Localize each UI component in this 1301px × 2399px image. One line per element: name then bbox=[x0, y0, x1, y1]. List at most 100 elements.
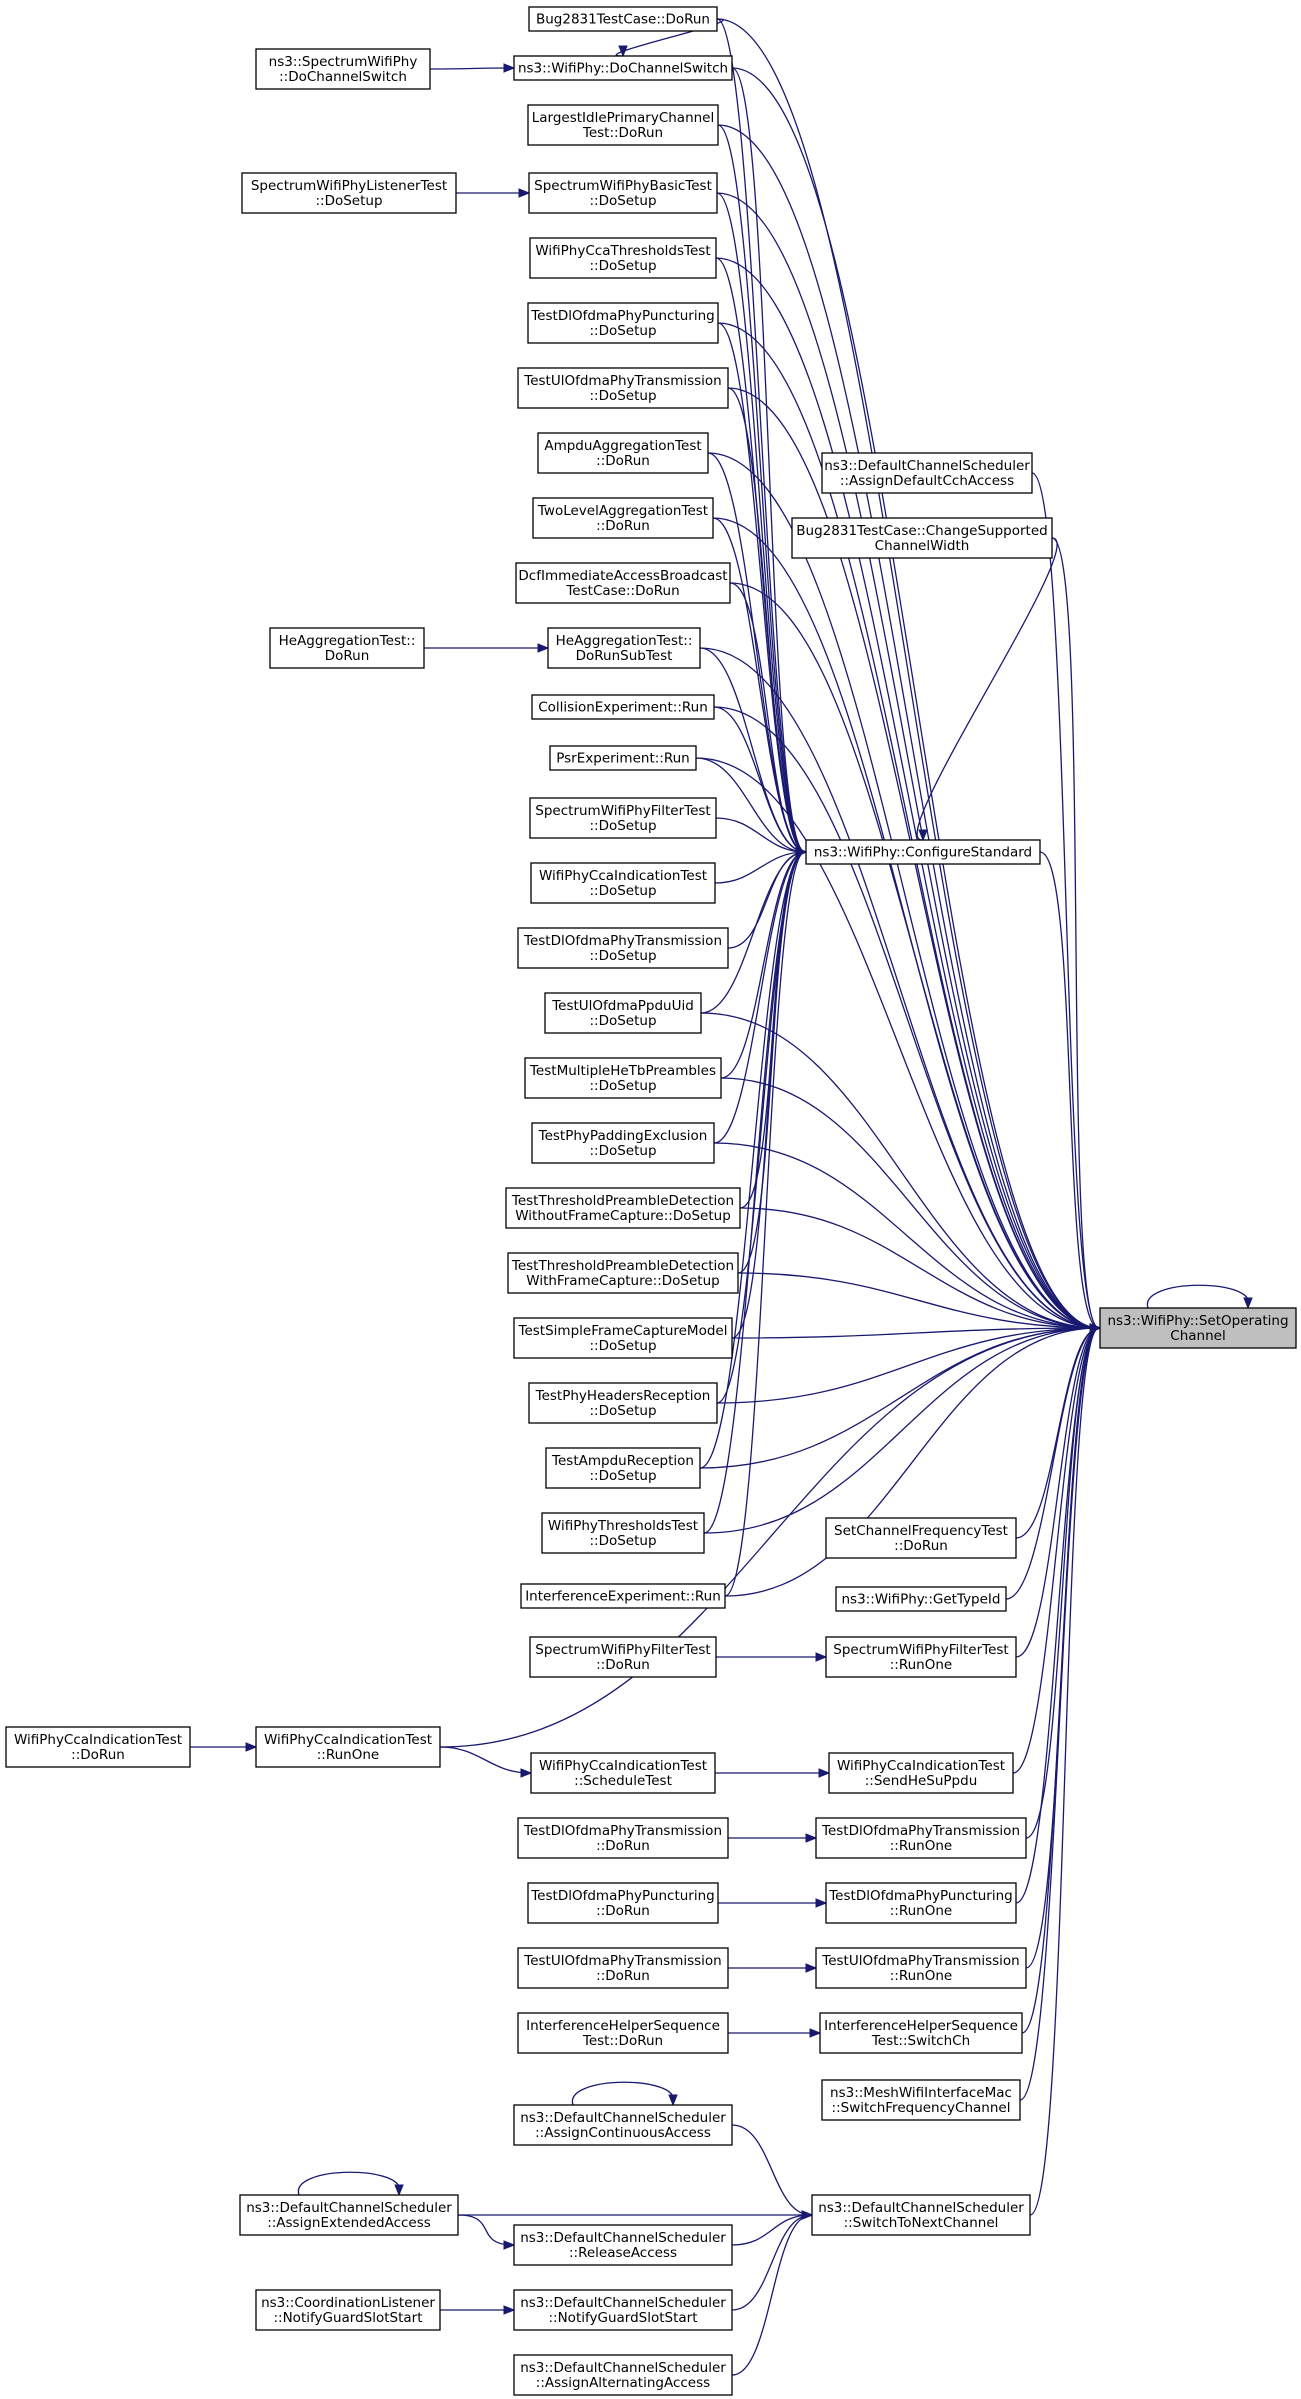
node-label: TestDlOfdmaPhyPuncturing bbox=[530, 1888, 715, 1904]
node-scft[interactable]: SetChannelFrequencyTest::DoRun bbox=[825, 1517, 1017, 1559]
node-box bbox=[528, 6, 718, 32]
node-swpft_runone[interactable]: SpectrumWifiPhyFilterTest::RunOne bbox=[825, 1636, 1017, 1678]
node-swp_dcs[interactable]: ns3::SpectrumWifiPhy::DoChannelSwitch bbox=[255, 48, 431, 90]
node-tphr[interactable]: TestPhyHeadersReception::DoSetup bbox=[528, 1382, 718, 1424]
node-ttpd_wo[interactable]: TestThresholdPreambleDetectionWithoutFra… bbox=[505, 1187, 741, 1229]
node-label: Bug2831TestCase::ChangeSupported bbox=[796, 523, 1047, 539]
node-label: SpectrumWifiPhyFilterTest bbox=[535, 1642, 710, 1658]
edge-dcs_ext-to-dcs_ext bbox=[298, 2171, 400, 2196]
node-heat_run[interactable]: HeAggregationTest::DoRun bbox=[269, 627, 425, 669]
node-tdpp_dorun[interactable]: TestDlOfdmaPhyPuncturing::DoRun bbox=[527, 1882, 719, 1924]
edge-diab-to-setop bbox=[729, 582, 1100, 1329]
node-tdpp_runone[interactable]: TestDlOfdmaPhyPuncturing::RunOne bbox=[825, 1882, 1017, 1924]
node-box bbox=[544, 992, 702, 1034]
node-heat_sub[interactable]: HeAggregationTest::DoRunSubTest bbox=[547, 627, 701, 669]
edge-tmhtp-to-cfg bbox=[720, 851, 806, 1079]
node-label: ::DoSetup bbox=[589, 818, 656, 834]
node-gettype[interactable]: ns3::WifiPhy::GetTypeId bbox=[835, 1586, 1007, 1612]
node-dcs_cch[interactable]: ns3::DefaultChannelScheduler::AssignDefa… bbox=[821, 452, 1033, 494]
node-tupt[interactable]: TestUlOfdmaPhyTransmission::DoSetup bbox=[517, 367, 729, 409]
edge-tppe-to-setop bbox=[713, 1142, 1100, 1329]
arrowhead-swpl-to-swpb bbox=[518, 188, 531, 198]
node-tupu[interactable]: TestUlOfdmaPpduUid::DoSetup bbox=[544, 992, 702, 1034]
node-swpl[interactable]: SpectrumWifiPhyListenerTest::DoSetup bbox=[241, 172, 457, 214]
node-label: ns3::SpectrumWifiPhy bbox=[269, 54, 418, 70]
node-label: ns3::DefaultChannelScheduler bbox=[520, 2110, 726, 2126]
node-tppe[interactable]: TestPhyPaddingExclusion::DoSetup bbox=[531, 1122, 715, 1164]
node-label: WifiPhyCcaIndicationTest bbox=[539, 1758, 707, 1774]
node-dcs_alt[interactable]: ns3::DefaultChannelScheduler::AssignAlte… bbox=[513, 2354, 733, 2396]
node-tdpt_dorun[interactable]: TestDlOfdmaPhyTransmission::DoRun bbox=[517, 1817, 729, 1859]
node-wcit_sendhe[interactable]: WifiPhyCcaIndicationTest::SendHeSuPpdu bbox=[828, 1752, 1014, 1794]
node-label: TestMultipleHeTbPreambles bbox=[529, 1063, 716, 1079]
node-bug_csw[interactable]: Bug2831TestCase::ChangeSupportedChannelW… bbox=[791, 517, 1053, 559]
node-swpft_setup[interactable]: SpectrumWifiPhyFilterTest::DoSetup bbox=[529, 797, 717, 839]
node-tlat[interactable]: TwoLevelAggregationTest::DoRun bbox=[532, 497, 714, 539]
node-tsfcm[interactable]: TestSimpleFrameCaptureModel::DoSetup bbox=[513, 1317, 733, 1359]
node-tdpt_runone[interactable]: TestDlOfdmaPhyTransmission::RunOne bbox=[815, 1817, 1027, 1859]
node-label: ::DoSetup bbox=[589, 883, 656, 899]
node-box bbox=[524, 1057, 722, 1099]
node-label: WifiPhyThresholdsTest bbox=[548, 1518, 698, 1534]
node-ttpd_w[interactable]: TestThresholdPreambleDetectionWithFrameC… bbox=[507, 1252, 739, 1294]
node-swpb[interactable]: SpectrumWifiPhyBasicTest::DoSetup bbox=[528, 172, 718, 214]
node-tdpp[interactable]: TestDlOfdmaPhyPuncturing::DoSetup bbox=[527, 302, 719, 344]
node-box bbox=[517, 927, 729, 969]
node-wcit_dorun[interactable]: WifiPhyCcaIndicationTest::DoRun bbox=[5, 1726, 191, 1768]
node-tmhtp[interactable]: TestMultipleHeTbPreambles::DoSetup bbox=[524, 1057, 722, 1099]
node-coord[interactable]: ns3::CoordinationListener::NotifyGuardSl… bbox=[255, 2289, 441, 2331]
node-box bbox=[821, 2079, 1021, 2121]
node-dcs_next[interactable]: ns3::DefaultChannelScheduler::SwitchToNe… bbox=[811, 2194, 1031, 2236]
edge-tmhtp-to-setop bbox=[720, 1077, 1100, 1329]
node-wcct[interactable]: WifiPhyCcaThresholdsTest::DoSetup bbox=[529, 237, 717, 279]
node-box bbox=[513, 55, 733, 81]
edge-tppe-to-cfg bbox=[713, 851, 806, 1144]
node-tupt_dorun[interactable]: TestUlOfdmaPhyTransmission::DoRun bbox=[517, 1947, 729, 1989]
edge-wptt-to-setop bbox=[703, 1327, 1100, 1534]
node-dcs_rel[interactable]: ns3::DefaultChannelScheduler::ReleaseAcc… bbox=[513, 2224, 733, 2266]
arrowhead-dcs_next-to-setop bbox=[1089, 1323, 1102, 1333]
node-wptt[interactable]: WifiPhyThresholdsTest::DoSetup bbox=[541, 1512, 705, 1554]
node-dcs_ext[interactable]: ns3::DefaultChannelScheduler::AssignExte… bbox=[239, 2194, 459, 2236]
node-tar[interactable]: TestAmpduReception::DoSetup bbox=[545, 1447, 701, 1489]
node-dcs_cont[interactable]: ns3::DefaultChannelScheduler::AssignCont… bbox=[513, 2104, 733, 2146]
edge-swpft_setup-to-cfg bbox=[715, 817, 806, 853]
node-label: DoRunSubTest bbox=[576, 648, 673, 664]
node-tdpt_setup[interactable]: TestDlOfdmaPhyTransmission::DoSetup bbox=[517, 927, 729, 969]
node-wcit_runone[interactable]: WifiPhyCcaIndicationTest::RunOne bbox=[255, 1726, 441, 1768]
node-wcit_sched[interactable]: WifiPhyCcaIndicationTest::ScheduleTest bbox=[530, 1752, 716, 1794]
node-box bbox=[513, 2104, 733, 2146]
node-box bbox=[239, 2194, 459, 2236]
node-psrexp[interactable]: PsrExperiment::Run bbox=[549, 745, 697, 771]
node-mesh_sfc[interactable]: ns3::MeshWifiInterfaceMac::SwitchFrequen… bbox=[821, 2079, 1021, 2121]
edge-lip-to-setop bbox=[717, 124, 1100, 1329]
node-box bbox=[811, 2194, 1031, 2236]
node-box bbox=[531, 1122, 715, 1164]
node-box bbox=[517, 1817, 729, 1859]
edge-aat-to-cfg bbox=[707, 452, 806, 853]
node-label: ::AssignAlternatingAccess bbox=[536, 2375, 710, 2391]
node-dcs[interactable]: ns3::WifiPhy::DoChannelSwitch bbox=[513, 55, 733, 81]
node-intexp[interactable]: InterferenceExperiment::Run bbox=[520, 1583, 726, 1609]
edge-tupt-to-cfg bbox=[727, 387, 806, 853]
edge-diab-to-cfg bbox=[729, 582, 806, 853]
node-label: HeAggregationTest:: bbox=[279, 633, 416, 649]
node-dcs_ngs[interactable]: ns3::DefaultChannelScheduler::NotifyGuar… bbox=[513, 2289, 733, 2331]
node-cfg[interactable]: ns3::WifiPhy::ConfigureStandard bbox=[805, 839, 1041, 865]
node-diab[interactable]: DcfImmediateAccessBroadcastTestCase::DoR… bbox=[515, 562, 731, 604]
node-label: ::RunOne bbox=[317, 1747, 379, 1763]
node-tupt_runone[interactable]: TestUlOfdmaPhyTransmission::RunOne bbox=[815, 1947, 1027, 1989]
node-box bbox=[825, 1517, 1017, 1559]
node-wcit_setup[interactable]: WifiPhyCcaIndicationTest::DoSetup bbox=[530, 862, 716, 904]
node-bug_run[interactable]: Bug2831TestCase::DoRun bbox=[528, 6, 718, 32]
node-aat[interactable]: AmpduAggregationTest::DoRun bbox=[537, 432, 709, 474]
node-label: ::RunOne bbox=[890, 1838, 952, 1854]
node-label: WifiPhyCcaThresholdsTest bbox=[535, 243, 710, 259]
node-colexp[interactable]: CollisionExperiment::Run bbox=[531, 694, 715, 720]
edge-dcs-to-setop bbox=[731, 67, 1100, 1329]
node-swpft_dorun[interactable]: SpectrumWifiPhyFilterTest::DoRun bbox=[529, 1636, 717, 1678]
